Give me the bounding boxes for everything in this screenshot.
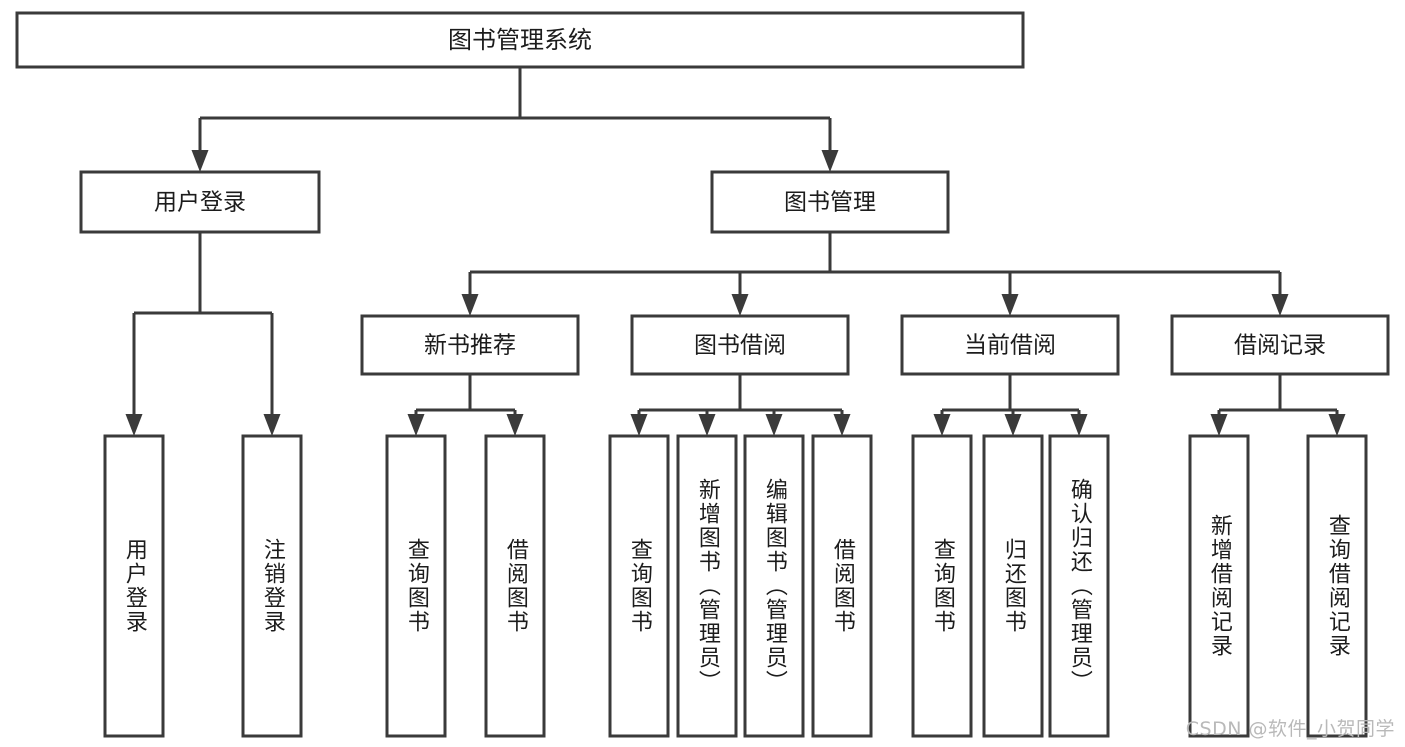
arrow-to-level3-1-head [731,294,749,316]
node-box-level3-3 [1170,314,1390,376]
arrow-to-level3-0-head [461,294,479,316]
arrow-to-leaf-1-1-head [506,414,524,436]
arrow-to-leaf-2-0-head [630,414,648,436]
arrow-to-leaf-2-2-head [765,414,783,436]
node-box-leaf-2-2 [743,434,805,738]
arrow-to-leaf-2-1-head [698,414,716,436]
node-box-leaf-4-1 [1306,434,1368,738]
node-box-level3-2 [900,314,1120,376]
node-boxes [15,11,1390,738]
node-box-leaf-3-1 [982,434,1044,738]
node-box-level2-0 [79,170,321,234]
arrow-to-leaf-3-2-head [1070,414,1088,436]
node-box-leaf-3-2 [1048,434,1110,738]
node-label-level3-0: 新书推荐 [424,333,516,359]
node-label-level2-0: 用户登录 [154,190,246,216]
node-box-leaf-3-0 [911,434,973,738]
arrow-to-leaf-3-1-head [1004,414,1022,436]
node-box-leaf-4-0 [1188,434,1250,738]
node-box-leaf-0-1 [241,434,303,738]
arrow-to-level3-2-head [1001,294,1019,316]
node-box-leaf-2-3 [811,434,873,738]
connector-lines [125,67,1346,436]
arrow-to-leaf-4-1-head [1328,414,1346,436]
node-box-level3-0 [360,314,580,376]
node-box-leaf-1-0 [385,434,447,738]
node-box-leaf-2-1 [676,434,738,738]
arrow-to-leaf-2-3-head [833,414,851,436]
arrow-to-leaf-0-0-head [125,414,143,436]
arrow-to-leaf-1-0-head [407,414,425,436]
watermark-text: CSDN @软件_小贺同学 [1185,718,1395,740]
node-label-root: 图书管理系统 [448,26,592,54]
node-label-level2-1: 图书管理 [784,190,876,216]
node-label-level3-1: 图书借阅 [694,333,786,359]
node-box-leaf-2-0 [608,434,670,738]
arrow-to-leaf-0-1-head [263,414,281,436]
node-label-level3-3: 借阅记录 [1234,333,1326,359]
arrow-to-leaf-3-0-head [933,414,951,436]
node-box-level2-1 [710,170,950,234]
arrow-to-level3-3-head [1271,294,1289,316]
arrow-to-user-login-head [191,150,209,172]
node-box-leaf-1-1 [484,434,546,738]
arrow-to-leaf-4-0-head [1210,414,1228,436]
node-box-level3-1 [630,314,850,376]
node-box-root [15,11,1025,69]
node-label-level3-2: 当前借阅 [964,333,1056,359]
node-box-leaf-0-0 [103,434,165,738]
arrow-to-book-mgmt-head [821,150,839,172]
